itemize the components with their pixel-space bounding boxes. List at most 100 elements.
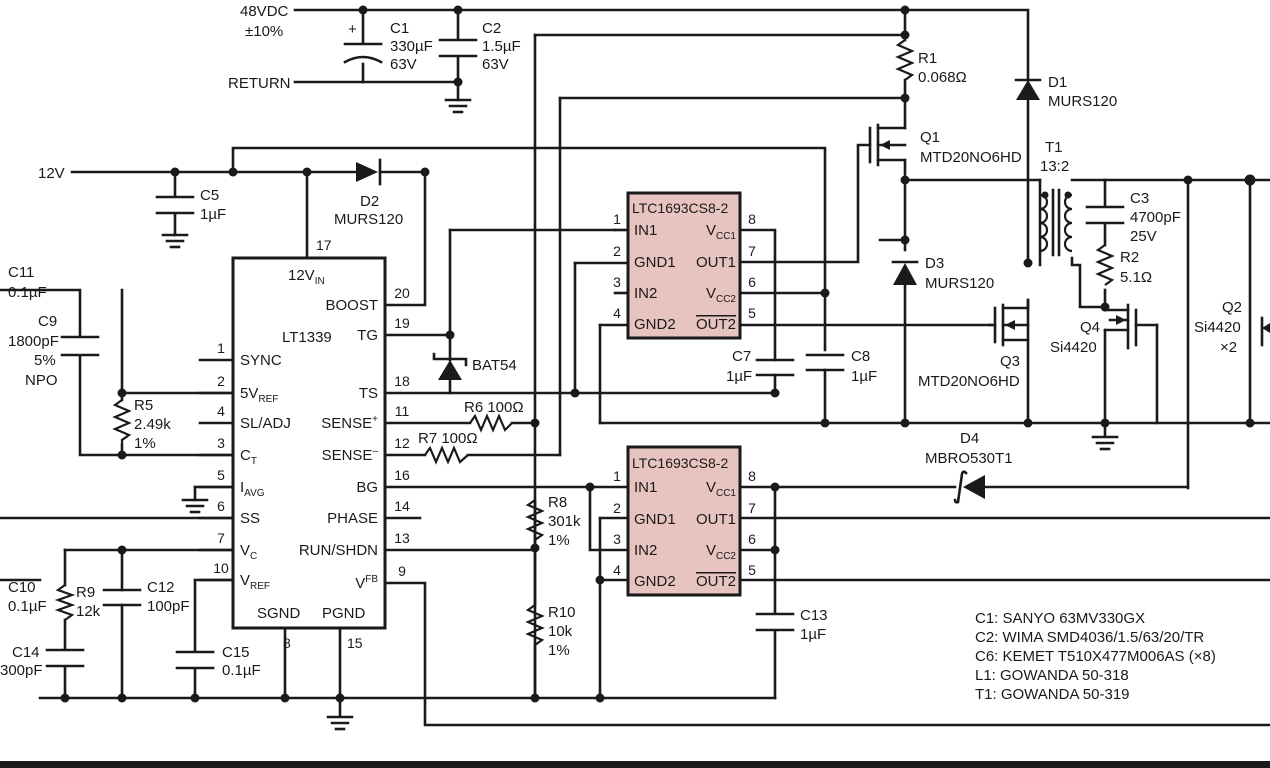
ltc1693-pin-label: GND1 bbox=[634, 254, 676, 271]
svg-text:R10: R10 bbox=[548, 604, 576, 621]
ltc1693-pin-number: 5 bbox=[748, 562, 756, 578]
wires bbox=[0, 8, 1270, 727]
lt1339-pin-label: TS bbox=[359, 385, 378, 402]
note-line: C1: SANYO 63MV330GX bbox=[975, 610, 1145, 627]
note-line: L1: GOWANDA 50-318 bbox=[975, 667, 1129, 684]
svg-text:NPO: NPO bbox=[25, 372, 58, 389]
q1-symbol bbox=[868, 123, 907, 167]
c1-symbol: + bbox=[343, 21, 383, 64]
ltc1693-pin-number: 1 bbox=[613, 211, 621, 227]
svg-text:C8: C8 bbox=[851, 348, 870, 365]
svg-text:MTD20NO6HD: MTD20NO6HD bbox=[920, 149, 1022, 166]
junctions bbox=[60, 5, 1256, 703]
svg-text:12VIN: 12VIN bbox=[288, 267, 325, 287]
svg-text:C2: C2 bbox=[482, 20, 501, 37]
ltc1693-top: LTC1693CS8-2 1IN12GND13IN24GND28VCC17OUT… bbox=[613, 191, 756, 340]
svg-text:C11: C11 bbox=[8, 264, 34, 281]
lt1339-pin-number: 5 bbox=[217, 467, 225, 483]
q4-symbol bbox=[1103, 303, 1159, 350]
lt1339-chip: LT1339 17 12VIN 1SYNC25VREF4SL/ADJ3CT5IA… bbox=[198, 237, 410, 651]
svg-text:0.1µF: 0.1µF bbox=[8, 284, 47, 301]
mosfets bbox=[868, 123, 1270, 350]
ltc1693-pin-label: VCC1 bbox=[706, 479, 736, 499]
resistors bbox=[54, 39, 1115, 648]
svg-text:0.068Ω: 0.068Ω bbox=[918, 69, 967, 86]
svg-text:C15: C15 bbox=[222, 644, 250, 661]
ltc1693-pin-label: OUT2 bbox=[696, 573, 736, 590]
svg-text:5%: 5% bbox=[34, 352, 56, 369]
svg-text:Q4: Q4 bbox=[1080, 319, 1100, 336]
svg-text:C7: C7 bbox=[732, 348, 751, 365]
svg-text:1%: 1% bbox=[548, 532, 570, 549]
svg-text:SGND: SGND bbox=[257, 605, 301, 622]
svg-text:12k: 12k bbox=[76, 603, 101, 620]
transformer-t1 bbox=[1039, 188, 1073, 257]
ltc1693-pin-label: VCC1 bbox=[706, 222, 736, 242]
note-line: C2: WIMA SMD4036/1.5/63/20/TR bbox=[975, 629, 1204, 646]
svg-text:D1: D1 bbox=[1048, 74, 1067, 91]
svg-text:25V: 25V bbox=[1130, 228, 1157, 245]
ltc1693-pin-label: IN2 bbox=[634, 285, 657, 302]
ltc1693-pin-label: OUT1 bbox=[696, 254, 736, 271]
ltc1693-pin-number: 7 bbox=[748, 500, 756, 516]
lt1339-pin-label: SYNC bbox=[240, 352, 282, 369]
svg-text:LTC1693CS8-2: LTC1693CS8-2 bbox=[632, 455, 728, 471]
svg-text:Si4420: Si4420 bbox=[1194, 319, 1241, 336]
note-line: T1: GOWANDA 50-319 bbox=[975, 686, 1130, 703]
lt1339-pin-number: 6 bbox=[217, 498, 225, 514]
svg-text:1%: 1% bbox=[548, 642, 570, 659]
svg-text:MURS120: MURS120 bbox=[334, 211, 403, 228]
lt1339-pin-label: RUN/SHDN bbox=[299, 542, 378, 559]
svg-text:MBRO530T1: MBRO530T1 bbox=[925, 450, 1013, 467]
lt1339-pin-label: VFB bbox=[355, 574, 378, 592]
lt1339-pin-label: BOOST bbox=[325, 297, 378, 314]
svg-text:300pF: 300pF bbox=[0, 662, 43, 679]
lt1339-pin-label: PHASE bbox=[327, 510, 378, 527]
lt1339-right-pins: 20BOOST19TG18TS11SENSE+12SENSE–16BG14PHA… bbox=[299, 285, 410, 592]
ltc1693-pin-label: IN1 bbox=[634, 479, 657, 496]
lt1339-pin-label: SS bbox=[240, 510, 260, 527]
ltc1693-pin-number: 4 bbox=[613, 562, 621, 578]
svg-text:13:2: 13:2 bbox=[1040, 158, 1069, 175]
lt1339-pin-label: SL/ADJ bbox=[240, 415, 291, 432]
svg-text:5.1Ω: 5.1Ω bbox=[1120, 269, 1152, 286]
ltc1693-pin-label: GND2 bbox=[634, 316, 676, 333]
svg-text:1800pF: 1800pF bbox=[8, 333, 59, 350]
svg-text:C3: C3 bbox=[1130, 190, 1149, 207]
svg-text:D2: D2 bbox=[360, 193, 379, 210]
svg-text:Q2: Q2 bbox=[1222, 299, 1242, 316]
lt1339-pin-number: 13 bbox=[394, 530, 410, 546]
svg-text:Si4420: Si4420 bbox=[1050, 339, 1097, 356]
ltc1693-pin-number: 4 bbox=[613, 305, 621, 321]
lt1339-pin-label: CT bbox=[240, 447, 257, 467]
svg-text:C12: C12 bbox=[147, 579, 175, 596]
ltc1693-pin-label: IN1 bbox=[634, 222, 657, 239]
svg-text:R2: R2 bbox=[1120, 249, 1139, 266]
svg-text:63V: 63V bbox=[482, 56, 509, 73]
svg-text:4700pF: 4700pF bbox=[1130, 209, 1181, 226]
svg-text:330µF: 330µF bbox=[390, 38, 433, 55]
lt1339-pin-number: 7 bbox=[217, 530, 225, 546]
svg-text:T1: T1 bbox=[1045, 139, 1063, 156]
svg-text:1µF: 1µF bbox=[200, 206, 226, 223]
svg-text:301k: 301k bbox=[548, 513, 581, 530]
svg-text:100pF: 100pF bbox=[147, 598, 190, 615]
ltc1693-pin-number: 5 bbox=[748, 305, 756, 321]
svg-text:Q1: Q1 bbox=[920, 129, 940, 146]
vin-tol-label: ±10% bbox=[245, 23, 283, 40]
ltc1693-pin-number: 3 bbox=[613, 531, 621, 547]
svg-text:R7 100Ω: R7 100Ω bbox=[418, 430, 478, 447]
labels: 48VDC ±10% RETURN 12V C1 330µF 63V C2 1.… bbox=[0, 3, 1242, 679]
svg-text:×2: ×2 bbox=[1220, 339, 1237, 356]
svg-text:1µF: 1µF bbox=[851, 368, 877, 385]
svg-text:15: 15 bbox=[347, 635, 363, 651]
ltc1693-pin-label: OUT2 bbox=[696, 316, 736, 333]
lt1339-pin-number: 3 bbox=[217, 435, 225, 451]
lt1339-pin-number: 20 bbox=[394, 285, 410, 301]
svg-text:8: 8 bbox=[283, 635, 291, 651]
ltc1693-pin-label: GND1 bbox=[634, 511, 676, 528]
lt1339-pin-number: 4 bbox=[217, 403, 225, 419]
ltc1693-pin-label: OUT1 bbox=[696, 511, 736, 528]
q2-symbol bbox=[1260, 316, 1270, 347]
